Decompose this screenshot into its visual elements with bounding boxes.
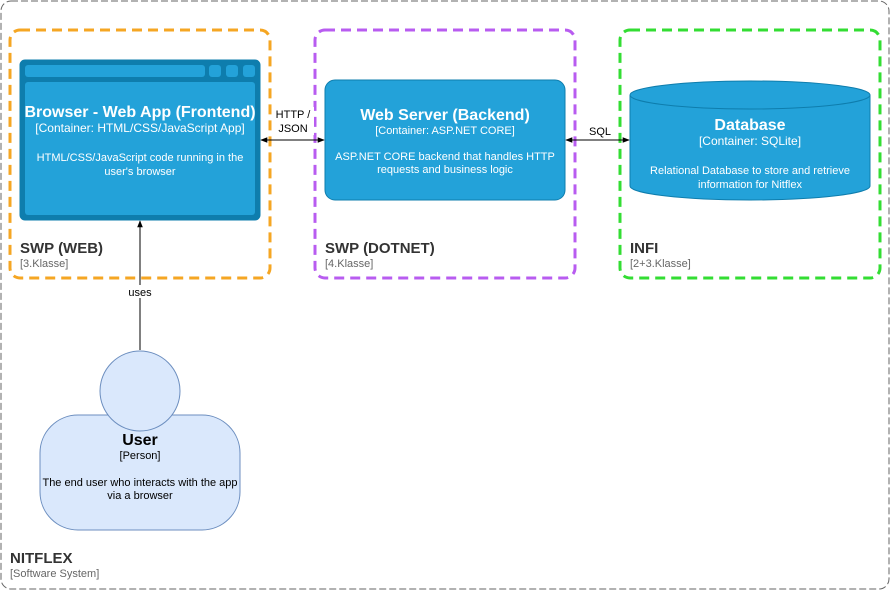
browser-button-1: [209, 65, 221, 77]
system-subtitle: [Software System]: [10, 568, 99, 580]
relation-http-label-line-1: HTTP /: [276, 109, 312, 121]
backend-title: Web Server (Backend): [360, 107, 530, 124]
boundary-swp-web[interactable]: [8, 28, 272, 280]
boundary-swp-dotnet-subtitle: [4.Klasse]: [325, 258, 373, 270]
boundary-swp-dotnet[interactable]: [313, 28, 577, 280]
database-cylinder-rim: [629, 94, 871, 110]
frontend-desc-line-2: user's browser: [104, 166, 176, 178]
database-desc-line-2: information for Nitflex: [698, 179, 802, 191]
browser-address-bar: [25, 65, 205, 77]
browser-button-3: [243, 65, 255, 77]
database-cylinder-body: [629, 80, 871, 201]
boundary-infi-subtitle: [2+3.Klasse]: [630, 258, 691, 270]
system-name: NITFLEX: [10, 550, 73, 567]
browser-button-2: [226, 65, 238, 77]
person-title: User: [122, 432, 158, 449]
frontend-title: Browser - Web App (Frontend): [24, 104, 255, 121]
backend-tech: [Container: ASP.NET CORE]: [375, 125, 515, 137]
backend-container[interactable]: Web Server (Backend) [Container: ASP.NET…: [324, 79, 566, 201]
relation-sql-label: SQL: [589, 126, 611, 138]
boundary-infi-name: INFI: [630, 240, 658, 257]
relation-http-label-line-2: JSON: [278, 123, 307, 135]
boundary-swp-web-subtitle: [3.Klasse]: [20, 258, 68, 270]
person-desc-line-1: The end user who interacts with the app: [42, 477, 237, 489]
database-desc-line-1: Relational Database to store and retriev…: [650, 165, 850, 177]
frontend-desc-line-1: HTML/CSS/JavaScript code running in the: [37, 152, 244, 164]
person-user[interactable]: User [Person] The end user who interacts…: [39, 350, 241, 531]
frontend-container[interactable]: Browser - Web App (Frontend) [Container:…: [19, 59, 261, 221]
boundary-swp-dotnet-name: SWP (DOTNET): [325, 240, 435, 257]
browser-viewport: [25, 82, 255, 215]
person-head-icon: [99, 350, 181, 432]
database-title: Database: [714, 117, 785, 134]
frontend-tech: [Container: HTML/CSS/JavaScript App]: [35, 121, 244, 135]
person-desc-line-2: via a browser: [107, 490, 173, 502]
relation-uses-label-bg: [126, 285, 154, 298]
database-container[interactable]: Database [Container: SQLite] Relational …: [629, 80, 871, 201]
relation-http-label-bg: [272, 107, 314, 135]
boundary-infi[interactable]: [618, 28, 882, 280]
backend-desc-line-1: ASP.NET CORE backend that handles HTTP: [335, 151, 555, 163]
backend-desc-line-2: requests and business logic: [377, 164, 513, 176]
person-tech: [Person]: [120, 450, 161, 462]
database-tech: [Container: SQLite]: [699, 134, 801, 148]
relation-uses-label: uses: [128, 287, 152, 299]
boundary-swp-web-name: SWP (WEB): [20, 240, 103, 257]
